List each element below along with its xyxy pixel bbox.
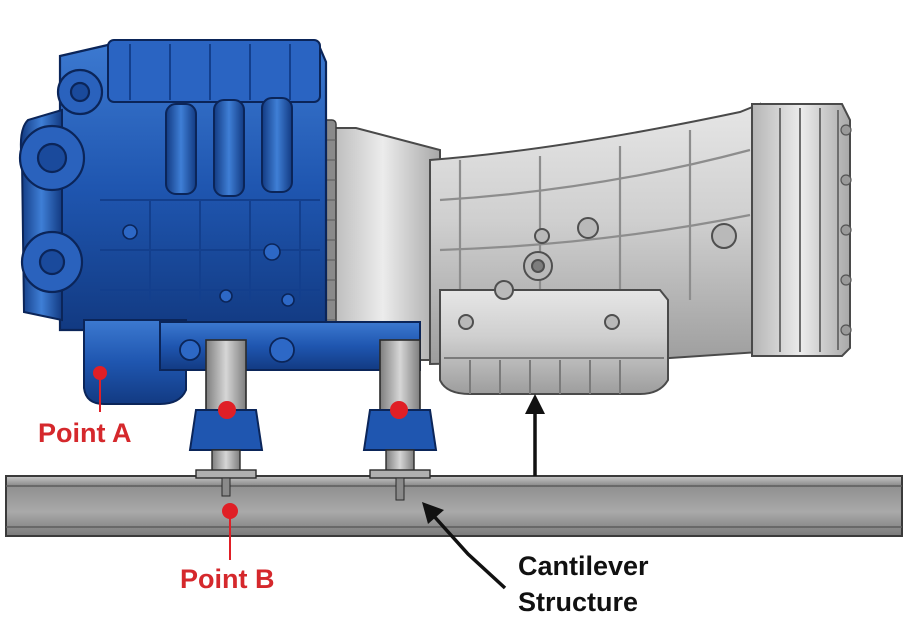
- cantilever-beam: [5, 475, 903, 537]
- cantilever-label-line-2: Structure: [518, 587, 639, 617]
- mount-right-marker: [390, 401, 408, 419]
- point-b-marker: [222, 503, 238, 560]
- transmission-housing: [321, 102, 852, 395]
- engine-block: [18, 39, 421, 405]
- point-b-label: Point B: [180, 564, 275, 594]
- point-a-marker: [93, 366, 107, 412]
- point-a-label: Point A: [38, 418, 132, 448]
- cantilever-label-line-1: Cantilever: [518, 551, 649, 581]
- engine-mount-left: [188, 339, 264, 497]
- mount-left-marker: [218, 401, 236, 419]
- engine-mount-right: [362, 339, 438, 501]
- support-arrow-up: [525, 394, 545, 476]
- cantilever-structure-label: Cantilever Structure: [518, 548, 649, 620]
- cantilever-arrow: [422, 502, 507, 590]
